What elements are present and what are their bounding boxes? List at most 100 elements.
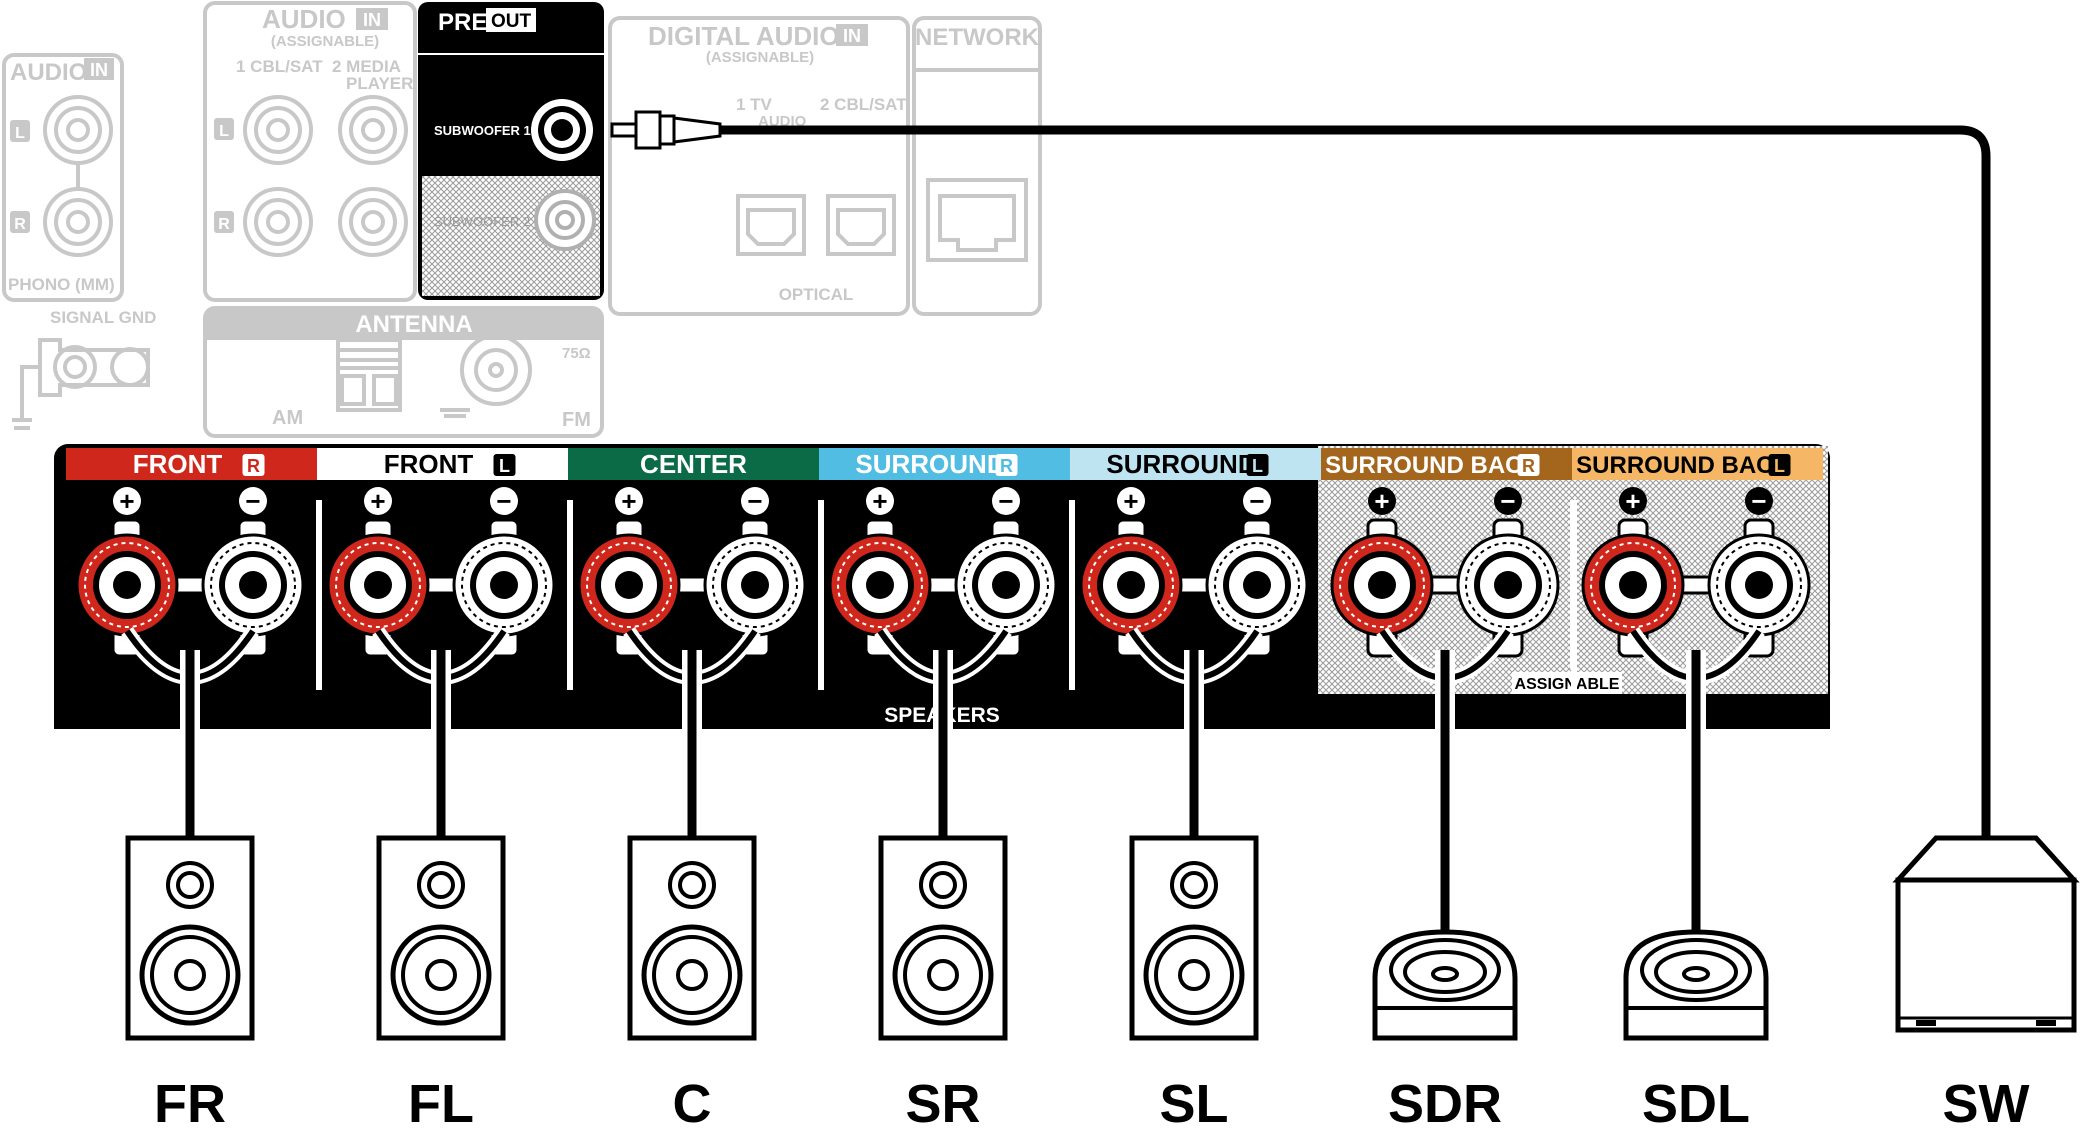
channel-badge: R	[1522, 456, 1535, 476]
channel-label: SURROUND	[1106, 449, 1256, 479]
speaker-fr: FR	[125, 835, 255, 1134]
audio-in-title: AUDIO	[10, 59, 87, 86]
signal-gnd-terminal	[12, 338, 150, 430]
plus-symbol-bg	[866, 487, 894, 515]
minus-terminal[interactable]	[703, 518, 807, 658]
speaker-sdr: SDR	[1372, 929, 1518, 1134]
ethernet-port	[926, 178, 1028, 262]
phono-label: PHONO (MM)	[8, 275, 115, 294]
channel-badge: R	[1000, 456, 1013, 476]
channel-label-bar	[568, 448, 819, 480]
minus-terminal[interactable]	[1707, 518, 1811, 658]
minus-symbol: −	[1249, 486, 1264, 516]
network-block: NETWORK	[912, 16, 1042, 316]
plus-symbol: +	[621, 486, 636, 516]
fm-label: FM	[562, 409, 591, 431]
audio-in-badge: IN	[90, 60, 108, 80]
minus-terminal[interactable]	[1456, 518, 1560, 658]
minus-symbol-bg	[239, 487, 267, 515]
digital-audio-col1: 1 TV	[736, 95, 773, 114]
speaker-label: FR	[154, 1074, 226, 1134]
speaker-label: SR	[905, 1074, 980, 1134]
audio-in-assignable-title: AUDIO	[262, 4, 346, 34]
audio-in-l-label: L	[15, 125, 25, 142]
audio-in-assignable-r: R	[218, 216, 230, 233]
plus-symbol-bg	[615, 487, 643, 515]
digital-audio-sub: (ASSIGNABLE)	[706, 49, 814, 66]
audio-in-col2: 2 MEDIA	[332, 57, 401, 76]
fm-ohm: 75Ω	[562, 345, 591, 362]
signal-gnd-label: SIGNAL GND	[50, 308, 156, 327]
speaker-c: C	[627, 835, 757, 1134]
channel-badge-bg	[1768, 454, 1791, 476]
speaker-sr: SR	[878, 835, 1008, 1134]
audio-in-assignable-sub: (ASSIGNABLE)	[271, 33, 379, 50]
channel-badge-bg	[493, 454, 516, 476]
pre-out-block: PRE OUT SUBWOOFER 1 SUBWOOFER 2	[418, 2, 604, 300]
plus-symbol-bg	[1117, 487, 1145, 515]
plus-symbol: +	[119, 486, 134, 516]
speaker-label: SDR	[1388, 1074, 1502, 1134]
plus-terminal[interactable]	[75, 518, 179, 658]
speaker-units: FR FL C SR SL SDR SDL SW	[125, 835, 2080, 1134]
back-panel-faded: AUDIO IN L R PHONO (MM) SIGNAL GND	[2, 1, 1042, 438]
subwoofer1-label: SUBWOOFER 1	[434, 123, 531, 138]
minus-symbol-bg	[1243, 487, 1271, 515]
plus-symbol-bg	[1619, 487, 1647, 515]
minus-terminal[interactable]	[1205, 518, 1309, 658]
channel-badge: L	[1774, 456, 1785, 476]
plus-terminal[interactable]	[1079, 518, 1183, 658]
speaker-label: SL	[1159, 1074, 1228, 1134]
minus-terminal[interactable]	[954, 518, 1058, 658]
rca-plug	[610, 110, 722, 150]
plus-symbol-bg	[113, 487, 141, 515]
plus-symbol: +	[1374, 486, 1389, 516]
channel-badge-bg	[1246, 454, 1269, 476]
channel-label-bar	[819, 448, 1070, 480]
channel-badge-bg	[995, 454, 1018, 476]
speaker-sw: SW	[1892, 835, 2080, 1134]
audio-in-assignable-l: L	[219, 123, 229, 140]
phono-rca-jacks	[43, 95, 113, 257]
channel-label: FRONT	[133, 449, 223, 479]
channel-label: CENTER	[640, 449, 747, 479]
speaker-sdl: SDL	[1623, 929, 1769, 1134]
audio-in-assignable-jacks	[243, 95, 408, 257]
fm-connector	[440, 334, 532, 418]
audio-in-badge-bg	[84, 58, 114, 80]
channel-label: SURROUND BACK	[1325, 452, 1540, 479]
speaker-label: SDL	[1642, 1074, 1750, 1134]
speaker-sl: SL	[1129, 835, 1259, 1134]
plus-symbol: +	[1123, 486, 1138, 516]
minus-symbol: −	[1751, 486, 1766, 516]
digital-audio-badge: IN	[843, 26, 861, 46]
plus-symbol-bg	[1368, 487, 1396, 515]
channel-badge-bg	[1517, 454, 1540, 476]
minus-terminal[interactable]	[452, 518, 556, 658]
digital-audio-title: DIGITAL AUDIO	[648, 21, 840, 51]
speaker-wires	[180, 650, 1706, 932]
speaker-label: FL	[408, 1074, 474, 1134]
channel-badge: L	[1252, 456, 1263, 476]
subwoofer-cable	[610, 110, 1991, 838]
minus-symbol-bg	[741, 487, 769, 515]
audio-in-col1: 1 CBL/SAT	[236, 57, 323, 76]
speaker-fl: FL	[376, 835, 506, 1134]
subwoofer1-jack	[531, 99, 593, 161]
plus-terminal[interactable]	[1330, 518, 1434, 658]
channel-label-bar	[66, 448, 317, 480]
channel-group-3: CENTER+−	[567, 448, 819, 690]
minus-symbol-bg	[490, 487, 518, 515]
minus-symbol: −	[998, 486, 1013, 516]
channel-badge: L	[499, 456, 510, 476]
minus-symbol: −	[496, 486, 511, 516]
speaker-label: SW	[1943, 1074, 2030, 1134]
plus-symbol: +	[1625, 486, 1640, 516]
